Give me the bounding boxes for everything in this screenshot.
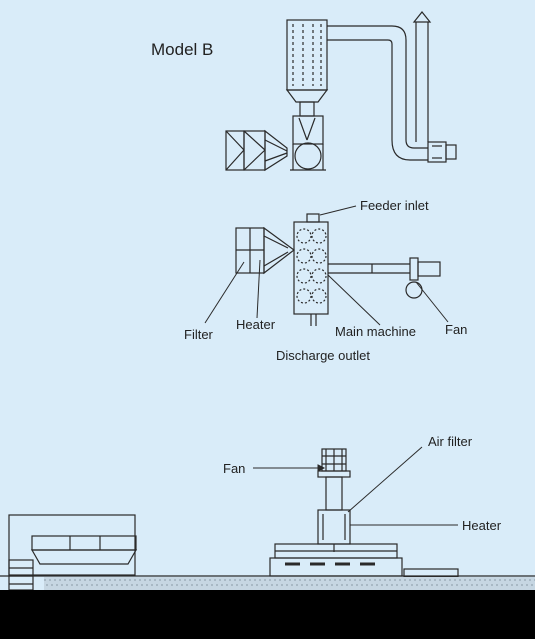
cyclone-cone: [285, 89, 329, 103]
label-fan-bottom: Fan: [223, 461, 246, 476]
label-feeder-inlet: Feeder inlet: [360, 198, 429, 213]
label-discharge-outlet: Discharge outlet: [276, 348, 370, 363]
plan-fan: [409, 257, 419, 281]
model-b-side-view: [225, 11, 457, 172]
label-filter: Filter: [184, 327, 213, 342]
ground-hatch-marks: [44, 579, 535, 586]
plan-feeder-inlet: [306, 213, 320, 223]
label-air-filter: Air filter: [428, 434, 473, 449]
elev-column: [325, 476, 343, 511]
drum: [294, 142, 322, 170]
support-frame: [292, 115, 324, 145]
top-duct: [327, 25, 407, 140]
ground-hatch: [44, 577, 535, 590]
filter-box: [225, 130, 245, 171]
label-main-machine: Main machine: [335, 324, 416, 339]
diagram-title: Model B: [151, 40, 214, 59]
bottom-leader-lines: [253, 446, 458, 526]
top-fan: [427, 141, 447, 163]
label-heater-middle: Heater: [236, 317, 276, 332]
label-fan-middle: Fan: [445, 322, 468, 337]
plan-heater: [263, 226, 296, 275]
dryer-diagram: [0, 11, 535, 590]
middle-leader-lines: [204, 205, 449, 326]
model-b-plan-view: [235, 213, 441, 326]
model-b-elevation: [0, 448, 535, 590]
diagram-sheet: Model B Feeder inlet Filter Heater Main …: [0, 0, 535, 590]
label-heater-bottom: Heater: [462, 518, 502, 533]
left-structure: [8, 514, 136, 576]
